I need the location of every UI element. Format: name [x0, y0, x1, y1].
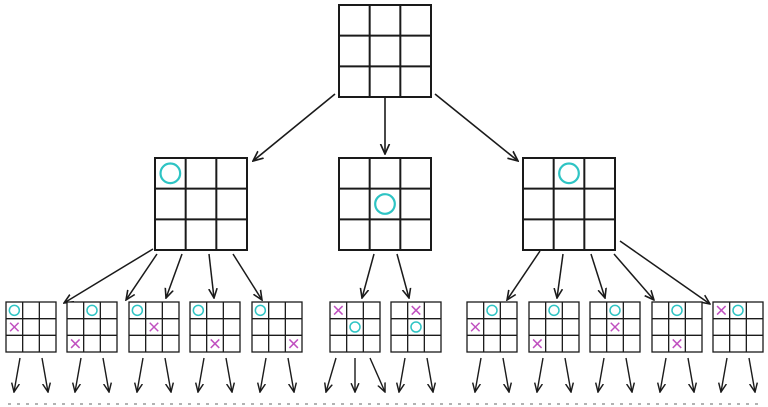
continuation-arrow — [369, 357, 385, 392]
cross-mark — [411, 305, 421, 316]
continuation-arrow — [326, 357, 337, 392]
continuation-arrow — [598, 357, 605, 392]
edge-root-to-level1-2 — [434, 93, 518, 161]
edge-level1-to-leaf-3 — [209, 253, 214, 298]
root-board — [338, 4, 432, 98]
nought-mark — [671, 304, 683, 317]
continuation-arrow — [287, 357, 294, 392]
nought-mark — [548, 304, 560, 317]
leaf-board-5 — [329, 301, 381, 353]
edge-level1-to-leaf-7 — [507, 250, 541, 300]
leaf-board-8 — [528, 301, 580, 353]
continuation-arrow — [426, 357, 433, 392]
leaf-board-6 — [390, 301, 442, 353]
tree-boards — [5, 4, 764, 353]
level1-board-1 — [338, 157, 432, 251]
cross-mark — [672, 338, 682, 349]
leaf-board-9 — [589, 301, 641, 353]
leaf-board-1 — [66, 301, 118, 353]
continuation-arrow — [225, 357, 232, 392]
continuation-arrow — [137, 357, 144, 392]
continuation-arrow — [502, 357, 509, 392]
cross-mark — [610, 322, 620, 332]
level1-board-2 — [522, 157, 616, 251]
edge-level1-to-leaf-6 — [396, 253, 409, 298]
board-frame — [154, 157, 248, 251]
continuation-arrow — [399, 357, 406, 392]
cross-mark — [470, 322, 481, 332]
nought-mark — [609, 304, 621, 317]
continuation-arrow — [75, 357, 82, 392]
nought-mark — [159, 162, 182, 185]
leaf-board-2 — [128, 301, 180, 353]
cross-mark — [288, 338, 299, 349]
edge-level1-to-leaf-1 — [126, 253, 158, 300]
leaf-board-7 — [466, 301, 518, 353]
edge-level1-to-leaf-4 — [232, 253, 262, 300]
board-frame — [338, 4, 432, 98]
cross-mark — [149, 322, 159, 332]
continuation-arrow — [41, 357, 48, 392]
edge-level1-to-leaf-2 — [166, 253, 183, 298]
edge-level1-to-leaf-0 — [64, 248, 154, 303]
cross-mark — [716, 305, 727, 316]
continuation-arrow — [198, 357, 205, 392]
cross-mark — [532, 338, 543, 349]
edge-root-to-level1-0 — [253, 93, 336, 161]
cross-mark — [9, 322, 20, 332]
leaf-board-10 — [651, 301, 703, 353]
cross-mark — [210, 338, 220, 349]
continuation-arrow — [660, 357, 667, 392]
nought-mark — [254, 304, 267, 317]
leaf-board-11 — [712, 301, 764, 353]
nought-mark — [410, 321, 422, 333]
nought-mark — [86, 304, 98, 317]
continuation-arrow — [687, 357, 694, 392]
continuation-arrow — [721, 357, 728, 392]
nought-mark — [131, 304, 144, 317]
nought-mark — [349, 321, 361, 333]
nought-mark — [486, 304, 498, 317]
edge-level1-to-leaf-9 — [590, 253, 605, 298]
leaf-board-3 — [189, 301, 241, 353]
nought-mark — [732, 304, 744, 317]
cross-mark — [70, 338, 81, 349]
continuation-arrow — [537, 357, 544, 392]
edge-level1-to-leaf-10 — [613, 253, 654, 300]
nought-mark — [8, 304, 21, 317]
continuation-arrow — [748, 357, 755, 392]
continuation-arrow — [625, 357, 632, 392]
level1-board-0 — [154, 157, 248, 251]
nought-mark — [374, 193, 396, 215]
tree-edges — [64, 93, 710, 304]
board-frame — [522, 157, 616, 251]
continuation-arrow — [564, 357, 571, 392]
board-frame — [589, 301, 641, 353]
continuation-arrows — [14, 357, 755, 392]
edge-level1-to-leaf-11 — [619, 240, 710, 304]
continuation-arrow — [102, 357, 109, 392]
nought-mark — [558, 162, 580, 185]
cross-mark — [333, 305, 344, 316]
continuation-arrow — [475, 357, 482, 392]
edge-level1-to-leaf-8 — [557, 253, 564, 298]
board-frame — [338, 157, 432, 251]
leaf-board-4 — [251, 301, 303, 353]
nought-mark — [192, 304, 205, 317]
leaf-board-0 — [5, 301, 57, 353]
continuation-arrow — [260, 357, 267, 392]
edge-level1-to-leaf-5 — [362, 253, 375, 298]
continuation-arrow — [14, 357, 21, 392]
continuation-arrow — [164, 357, 171, 392]
